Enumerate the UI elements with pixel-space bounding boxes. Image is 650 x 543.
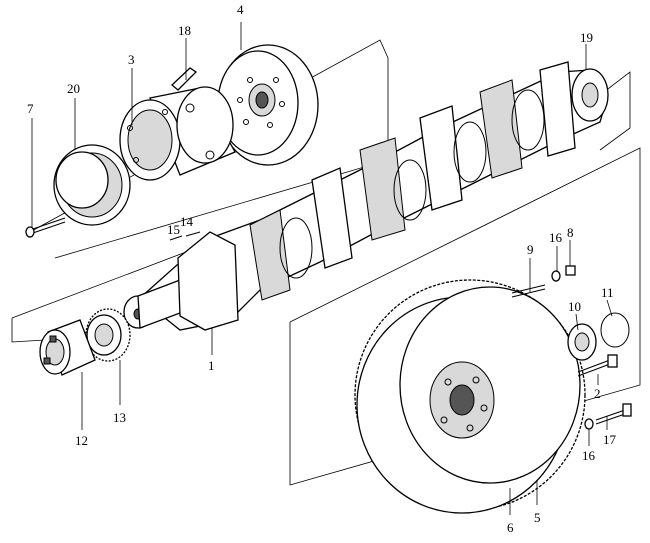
crankshaft xyxy=(123,61,609,331)
callout-18: 18 xyxy=(178,23,191,38)
callout-2: 2 xyxy=(594,386,601,401)
callout-7: 7 xyxy=(27,101,34,116)
callout-4: 4 xyxy=(237,2,244,17)
callout-16-upper: 16 xyxy=(549,230,563,245)
callout-17: 17 xyxy=(603,432,617,447)
callout-14: 14 xyxy=(180,214,194,229)
callout-8: 8 xyxy=(567,225,574,240)
callout-11: 11 xyxy=(601,285,614,300)
housing-bolt xyxy=(584,403,632,430)
leader-lines xyxy=(31,22,613,515)
callout-6: 6 xyxy=(507,520,514,535)
callout-1: 1 xyxy=(208,358,215,373)
flywheel xyxy=(354,279,586,514)
callout-15: 15 xyxy=(167,222,180,237)
callout-12: 12 xyxy=(75,433,88,448)
front-hub xyxy=(119,86,236,181)
timing-gear xyxy=(85,308,131,362)
oil-seal-ring xyxy=(53,144,131,226)
callout-labels: 7 20 3 18 4 19 14 15 9 16 8 10 11 1 2 13… xyxy=(27,2,617,535)
dowel-pins xyxy=(169,231,201,241)
callout-9: 9 xyxy=(527,242,534,257)
callout-10: 10 xyxy=(568,299,581,314)
callout-16-lower: 16 xyxy=(582,448,596,463)
callout-3: 3 xyxy=(128,52,135,67)
projection-plane-flywheel xyxy=(289,147,641,486)
flywheel-bolt xyxy=(577,354,618,377)
callout-20: 20 xyxy=(67,81,80,96)
callout-5: 5 xyxy=(534,510,541,525)
front-sleeve xyxy=(39,319,96,376)
stud-washer-nut xyxy=(511,265,576,298)
callout-13: 13 xyxy=(113,410,126,425)
pulley-damper xyxy=(217,44,319,166)
front-bolt xyxy=(25,217,66,238)
callout-19: 19 xyxy=(580,30,593,45)
woodruff-key xyxy=(171,67,198,91)
pilot-bearing xyxy=(567,323,597,361)
circlip xyxy=(600,312,630,348)
